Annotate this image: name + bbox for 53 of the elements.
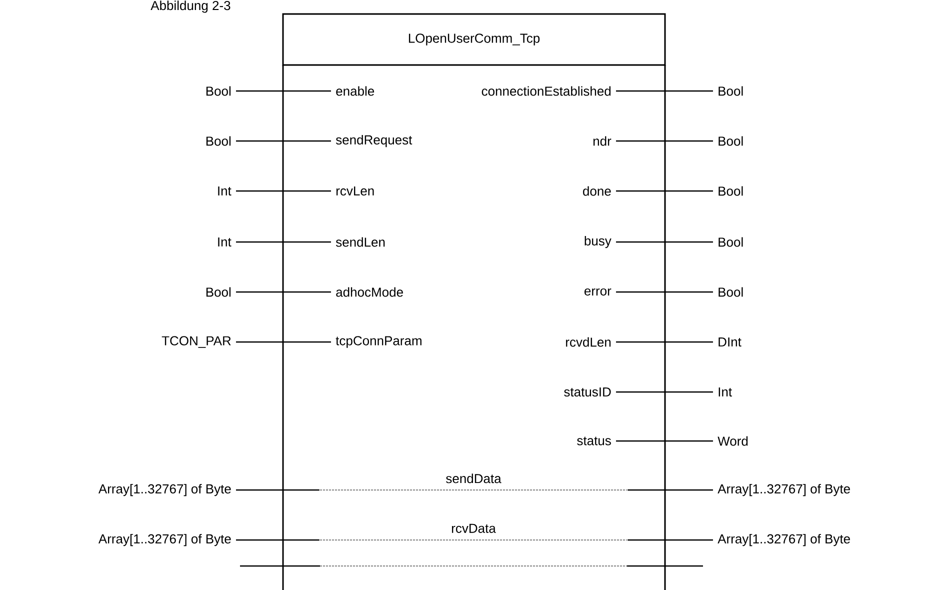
pin-line bbox=[616, 391, 713, 393]
data-type: Array[1..32767] of Byte bbox=[98, 534, 231, 546]
data-type: DInt bbox=[718, 337, 742, 347]
pin-line bbox=[616, 341, 713, 343]
pin-name: rcvdLen bbox=[566, 337, 611, 347]
pin-name: adhocMode bbox=[336, 287, 403, 297]
pin-name: rcvLen bbox=[336, 186, 374, 196]
pin-line bbox=[628, 489, 713, 491]
pin-line bbox=[236, 140, 331, 142]
pin-line bbox=[236, 291, 331, 293]
pin-name: status bbox=[577, 436, 611, 446]
data-type: Bool bbox=[718, 287, 743, 297]
data-type: Bool bbox=[718, 237, 743, 247]
data-type: Bool bbox=[206, 287, 231, 297]
data-type: Int bbox=[218, 237, 232, 247]
pin-name: ndr bbox=[593, 136, 612, 146]
data-type: Bool bbox=[718, 86, 743, 96]
pin-line bbox=[236, 190, 331, 192]
pin-name: error bbox=[584, 288, 612, 296]
data-type: Bool bbox=[206, 86, 231, 96]
pin-line bbox=[236, 539, 320, 541]
pin-line bbox=[616, 90, 713, 92]
pin-name: tcpConnParam bbox=[336, 336, 422, 348]
pin-line bbox=[236, 90, 331, 92]
pin-line bbox=[616, 291, 713, 293]
pin-line bbox=[616, 190, 713, 192]
data-type: Int bbox=[718, 388, 732, 397]
pin-line bbox=[616, 440, 713, 442]
pin-name: connectionEstablished bbox=[482, 86, 611, 96]
pin-line bbox=[616, 241, 713, 243]
pin-name: statusID bbox=[564, 387, 611, 397]
pin-name: enable bbox=[336, 86, 374, 96]
figure-title: Abbildung 2-3 bbox=[150, 0, 230, 13]
data-type: Array[1..32767] of Byte bbox=[98, 484, 231, 496]
pin-name: done bbox=[583, 186, 611, 196]
data-type: Int bbox=[218, 186, 232, 196]
pin-name: sendLen bbox=[336, 237, 385, 247]
data-type: TCON_PAR bbox=[162, 336, 231, 348]
data-type: Bool bbox=[206, 136, 231, 146]
pin-line bbox=[628, 539, 713, 541]
pin-line bbox=[616, 140, 713, 142]
data-type: Word bbox=[718, 436, 748, 446]
pin-line bbox=[236, 341, 331, 343]
pin-name: sendRequest bbox=[336, 134, 412, 148]
pin-line bbox=[236, 489, 320, 491]
data-type: Array[1..32767] of Byte bbox=[718, 534, 850, 546]
pin-name: busy bbox=[584, 236, 612, 248]
data-type: Bool bbox=[718, 186, 743, 196]
data-type: Bool bbox=[718, 136, 743, 146]
inout-pin: sendData bbox=[320, 474, 628, 490]
inout-pin: rcvData bbox=[320, 524, 628, 540]
pin-line bbox=[236, 241, 331, 243]
data-type: Array[1..32767] of Byte bbox=[718, 484, 850, 496]
